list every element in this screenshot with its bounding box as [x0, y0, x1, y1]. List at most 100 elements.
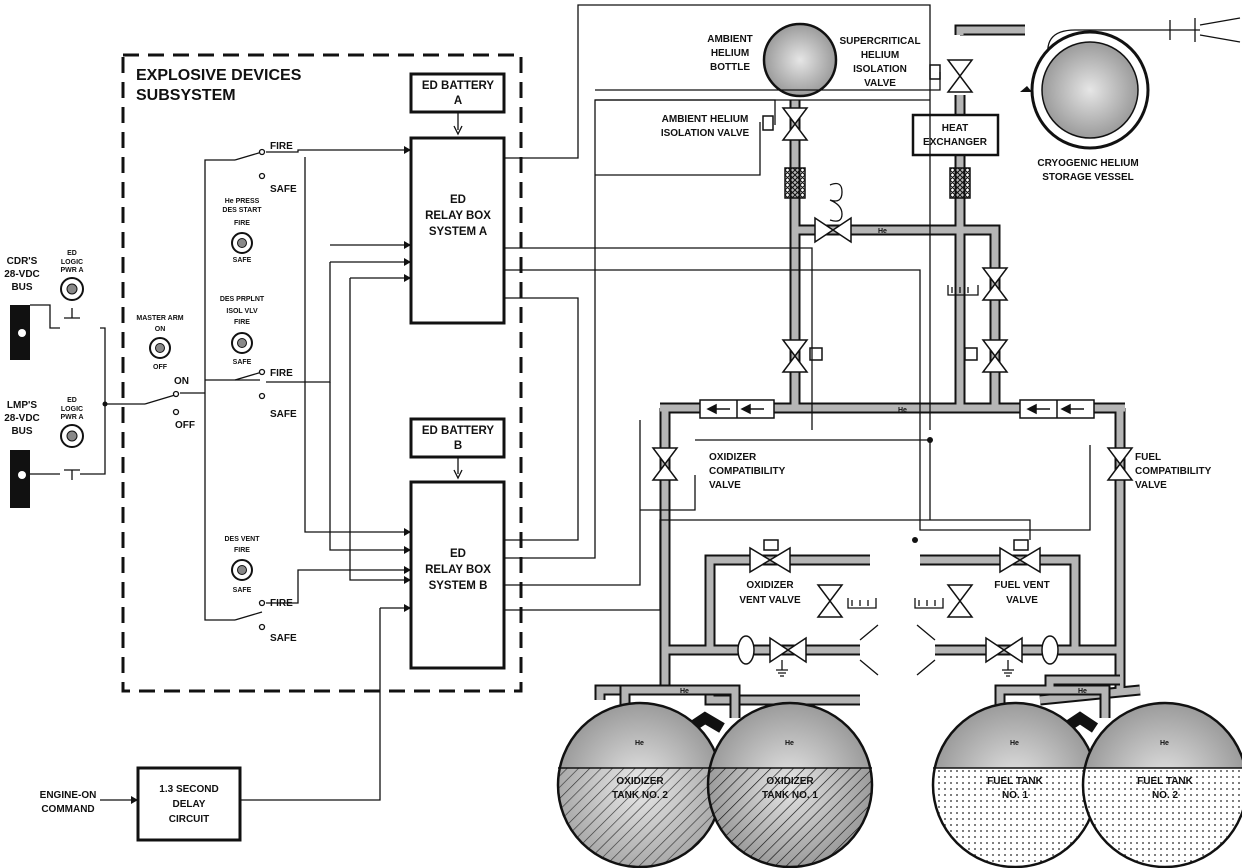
svg-text:MASTER ARM: MASTER ARM	[136, 315, 183, 322]
svg-text:FIRE: FIRE	[270, 368, 293, 379]
svg-text:NO. 1: NO. 1	[1002, 790, 1029, 801]
svg-text:SAFE: SAFE	[270, 184, 297, 195]
svg-text:He: He	[1160, 740, 1169, 747]
svg-text:He: He	[878, 228, 887, 235]
svg-text:CDR'S: CDR'S	[7, 256, 38, 267]
svg-text:FIRE: FIRE	[270, 598, 293, 609]
svg-text:SAFE: SAFE	[233, 257, 252, 264]
svg-text:AMBIENT HELIUM: AMBIENT HELIUM	[662, 114, 749, 125]
tank-fuel2	[1081, 701, 1242, 868]
filter-icon	[784, 167, 806, 199]
svg-text:HELIUM: HELIUM	[861, 50, 899, 61]
svg-text:ED: ED	[450, 548, 466, 560]
svg-text:HELIUM: HELIUM	[711, 48, 749, 59]
svg-text:CIRCUIT: CIRCUIT	[169, 814, 210, 825]
svg-text:COMPATIBILITY: COMPATIBILITY	[1135, 466, 1212, 477]
control-wiring	[30, 4, 1091, 804]
svg-text:OXIDIZER: OXIDIZER	[709, 452, 757, 463]
svg-text:PWR A: PWR A	[60, 267, 83, 274]
svg-text:ISOL VLV: ISOL VLV	[226, 308, 258, 315]
svg-text:FIRE: FIRE	[234, 220, 250, 227]
svg-text:RELAY BOX: RELAY BOX	[425, 564, 491, 576]
svg-text:VALVE: VALVE	[709, 480, 741, 491]
svg-text:A: A	[454, 95, 462, 107]
svg-text:SAFE: SAFE	[270, 633, 297, 644]
svg-text:He: He	[680, 688, 689, 695]
delay-circuit-box	[136, 766, 242, 842]
svg-text:STORAGE VESSEL: STORAGE VESSEL	[1042, 172, 1134, 183]
svg-text:DES START: DES START	[222, 207, 262, 214]
svg-text:SUBSYSTEM: SUBSYSTEM	[136, 87, 236, 104]
svg-text:TANK NO. 2: TANK NO. 2	[612, 790, 668, 801]
svg-text:28-VDC: 28-VDC	[4, 269, 40, 280]
svg-text:BOTTLE: BOTTLE	[710, 62, 750, 73]
svg-text:ON: ON	[174, 376, 189, 387]
svg-text:OXIDIZER: OXIDIZER	[616, 776, 664, 787]
svg-text:CRYOGENIC HELIUM: CRYOGENIC HELIUM	[1037, 158, 1138, 169]
svg-text:ED BATTERY: ED BATTERY	[422, 80, 495, 92]
toggle-switch-icon[interactable]	[60, 232, 253, 581]
svg-text:SYSTEM A: SYSTEM A	[429, 226, 487, 238]
svg-text:FIRE: FIRE	[234, 547, 250, 554]
svg-text:BUS: BUS	[11, 426, 32, 437]
svg-text:TANK NO. 1: TANK NO. 1	[762, 790, 818, 801]
svg-text:DELAY: DELAY	[173, 799, 206, 810]
svg-text:FUEL TANK: FUEL TANK	[1137, 776, 1194, 787]
svg-text:HEAT: HEAT	[942, 123, 968, 134]
svg-text:LMP'S: LMP'S	[7, 400, 37, 411]
svg-text:DES PRPLNT: DES PRPLNT	[220, 296, 265, 303]
svg-text:SAFE: SAFE	[233, 359, 252, 366]
svg-text:VALVE: VALVE	[1135, 480, 1167, 491]
svg-text:LOGIC: LOGIC	[61, 259, 83, 266]
subsystem-title: EXPLOSIVE DEVICES	[136, 67, 302, 84]
svg-text:BUS: BUS	[11, 282, 32, 293]
svg-text:SUPERCRITICAL: SUPERCRITICAL	[839, 36, 920, 47]
svg-text:He: He	[635, 740, 644, 747]
svg-text:VALVE: VALVE	[1006, 595, 1038, 606]
svg-text:SYSTEM B: SYSTEM B	[429, 580, 488, 592]
svg-text:DES VENT: DES VENT	[224, 536, 260, 543]
svg-text:EXCHANGER: EXCHANGER	[923, 137, 988, 148]
svg-text:VENT VALVE: VENT VALVE	[739, 595, 801, 606]
svg-text:He PRESS: He PRESS	[225, 198, 260, 205]
svg-text:ED: ED	[67, 250, 77, 257]
svg-text:1.3 SECOND: 1.3 SECOND	[159, 784, 218, 795]
svg-text:ON: ON	[155, 326, 166, 333]
svg-text:FUEL VENT: FUEL VENT	[994, 580, 1049, 591]
svg-text:AMBIENT: AMBIENT	[707, 34, 753, 45]
svg-text:RELAY BOX: RELAY BOX	[425, 210, 491, 222]
svg-text:28-VDC: 28-VDC	[4, 413, 40, 424]
svg-text:COMMAND: COMMAND	[41, 804, 94, 815]
ed-relay-box-a	[409, 136, 506, 325]
svg-text:OXIDIZER: OXIDIZER	[746, 580, 794, 591]
svg-text:ED: ED	[67, 397, 77, 404]
valves	[651, 59, 1134, 677]
svg-text:He: He	[898, 407, 907, 414]
ed-subsystem-boundary	[121, 53, 523, 693]
svg-text:ED: ED	[450, 194, 466, 206]
svg-text:SAFE: SAFE	[233, 587, 252, 594]
svg-text:B: B	[454, 440, 462, 452]
svg-text:FIRE: FIRE	[234, 319, 250, 326]
svg-text:NO. 2: NO. 2	[1152, 790, 1179, 801]
heat-exchanger	[911, 113, 1000, 157]
svg-text:OXIDIZER: OXIDIZER	[766, 776, 814, 787]
svg-text:He: He	[1010, 740, 1019, 747]
svg-text:ISOLATION VALVE: ISOLATION VALVE	[661, 128, 750, 139]
svg-text:LOGIC: LOGIC	[61, 406, 83, 413]
svg-text:He: He	[785, 740, 794, 747]
ed-battery-a	[409, 72, 506, 114]
lmp-bus-connector	[10, 450, 30, 508]
svg-text:OFF: OFF	[153, 364, 168, 371]
svg-text:FUEL: FUEL	[1135, 452, 1161, 463]
svg-text:He: He	[1078, 688, 1087, 695]
ambient-helium-bottle	[762, 22, 838, 98]
svg-text:VALVE: VALVE	[864, 78, 896, 89]
svg-text:FUEL TANK: FUEL TANK	[987, 776, 1044, 787]
svg-text:ISOLATION: ISOLATION	[853, 64, 907, 75]
filter-icon	[949, 167, 971, 199]
svg-text:ENGINE-ON: ENGINE-ON	[40, 790, 97, 801]
svg-text:OFF: OFF	[175, 420, 195, 431]
svg-text:ED BATTERY: ED BATTERY	[422, 425, 495, 437]
